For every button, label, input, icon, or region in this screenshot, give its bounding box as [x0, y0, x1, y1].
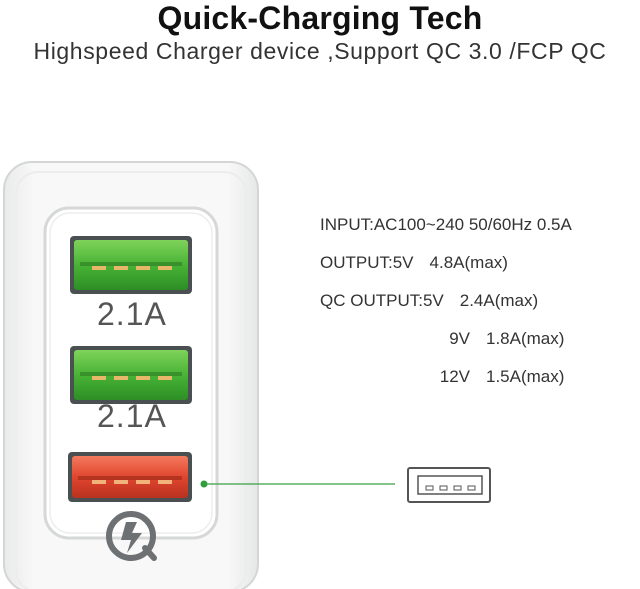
spec-qc-12v: 12V 1.5A(max): [320, 362, 572, 400]
page-title: Quick-Charging Tech: [157, 0, 483, 36]
quick-charge-logo-icon: [106, 511, 157, 561]
spec-12v-current: 1.5A(max): [486, 367, 565, 386]
usb-port-qc: [68, 452, 192, 502]
spec-list: INPUT:AC100~240 50/60Hz 0.5A OUTPUT:5V 4.…: [320, 210, 572, 400]
page-subtitle: Highspeed Charger device ,Support QC 3.0…: [33, 38, 607, 64]
spec-9v-current: 1.8A(max): [486, 329, 565, 348]
spec-output-current: 4.8A(max): [429, 253, 508, 272]
usb-port-green-1: [70, 236, 192, 294]
port-2-rating: 2.1A: [97, 398, 167, 434]
port-1-rating: 2.1A: [97, 296, 167, 332]
spec-output: OUTPUT:5V 4.8A(max): [320, 248, 572, 286]
spec-qc-voltage: QC OUTPUT:5V: [320, 291, 444, 310]
usb-port-green-2: [70, 346, 192, 404]
spec-qc-current: 2.4A(max): [459, 291, 539, 310]
spec-9v-voltage: 9V: [449, 329, 470, 348]
usb-port-icon: [407, 467, 491, 503]
callout-line: [200, 480, 395, 488]
spec-qc-9v: 9V 1.8A(max): [320, 324, 572, 362]
spec-12v-voltage: 12V: [439, 367, 470, 386]
spec-input: INPUT:AC100~240 50/60Hz 0.5A: [320, 215, 572, 234]
spec-output-voltage: OUTPUT:5V: [320, 253, 414, 272]
spec-qc-5v: QC OUTPUT:5V 2.4A(max): [320, 286, 572, 324]
